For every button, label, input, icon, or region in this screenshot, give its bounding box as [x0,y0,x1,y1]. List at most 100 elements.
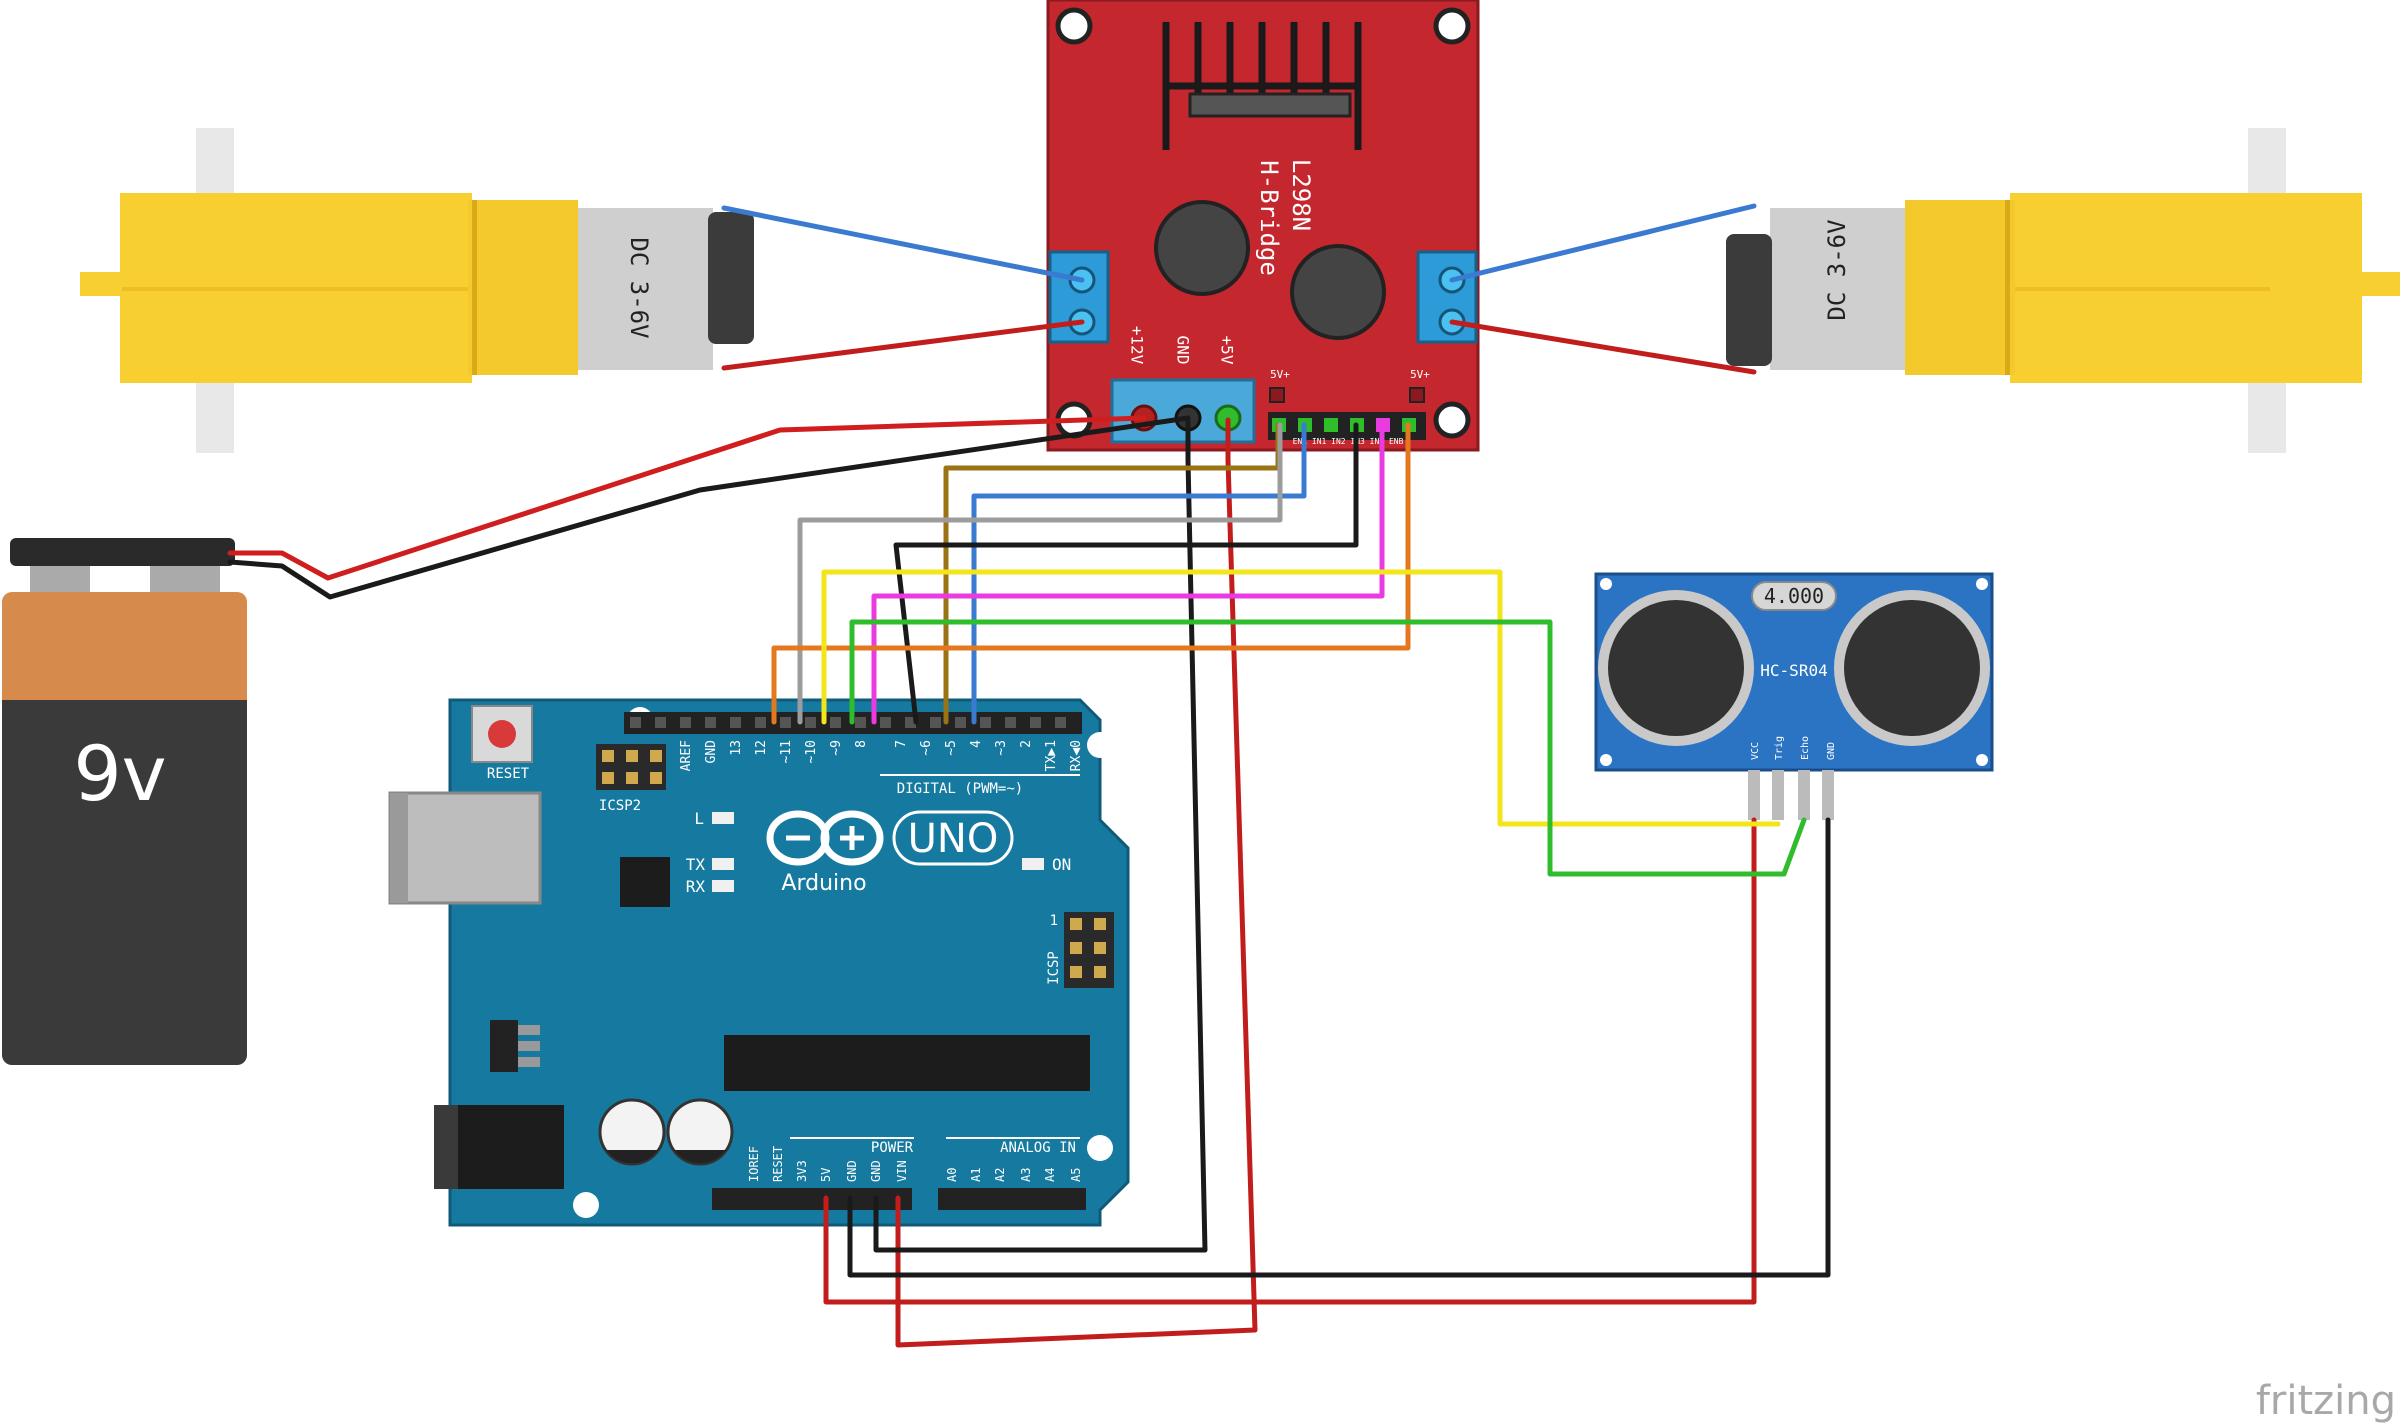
usb-port[interactable] [388,791,542,905]
capacitor-2 [1290,244,1386,340]
motor-right-shaft [2358,272,2400,296]
pin-label-a5: A5 [1069,1168,1083,1182]
sensor-label: HC-SR04 [1760,661,1827,680]
wire-sensor-gnd-black [847,817,1831,1278]
pin-label-rx0: RX◀0 [1069,740,1084,771]
hbridge-title: H-Bridge [1255,160,1283,276]
hbridge-chip-label: L298N [1287,159,1315,231]
wire-motor-right-red [1449,319,1757,375]
motor-left-can [578,208,713,370]
led-rx-label: RX [686,877,706,896]
pin-label-reset: RESET [771,1146,785,1182]
pin-label-ioref: IOREF [747,1146,761,1182]
arduino-cap-2 [666,1098,734,1166]
wire-control-black [893,422,1359,725]
digital-label: DIGITAL (PWM=~) [897,781,1023,797]
pin-label-2: 2 [1019,740,1034,748]
pin-label-7: 7 [894,740,909,748]
power-label: POWER [871,1140,914,1156]
hbridge-pin-gnd: GND [1174,336,1193,365]
hbridge-header-pins: ENA IN1 IN2 IN3 IN4 ENB [1293,437,1404,446]
battery-top [2,592,247,712]
pin-label-3: ~3 [994,740,1009,756]
battery-label: 9v [73,729,166,818]
hbridge-jumper-right: 5V+ [1410,368,1430,381]
hbridge-hole-tl [1055,7,1093,45]
pin-label-10: ~10 [804,740,819,763]
wire-sensor-vcc-red [823,817,1757,1305]
sensor-pin-vcc-label: VCC [1750,742,1761,760]
arduino-brand: Arduino [781,871,866,896]
regulator [490,1020,518,1072]
wire-motor-right-blue [1449,203,1757,283]
jumper-right [1409,387,1425,403]
wire-motor-left-red [721,319,1085,371]
led-on-label: ON [1052,855,1071,874]
arduino-hole-4 [573,1192,599,1218]
pin-label-5: ~5 [944,740,959,756]
led-on [1022,858,1044,870]
battery-clip [10,538,235,566]
wire-control-gray [797,422,1283,725]
wire-battery-red [227,415,1147,581]
hbridge-hole-tr [1433,7,1471,45]
pin-label-12: 12 [754,740,769,756]
wire-trig-yellow [821,569,1781,827]
reset-label: RESET [487,766,530,782]
led-tx-label: TX [686,855,706,874]
jumper-left [1269,387,1285,403]
battery-body [2,700,247,1065]
sensor-crystal-label: 4.000 [1764,584,1824,608]
arduino-board [448,698,1130,1227]
led-l [712,812,734,824]
pin-label-gnd-2: GND [869,1160,883,1182]
icsp-pin1-label: 1 [1050,913,1058,929]
sensor-pin-echo-label: Echo [1800,736,1811,760]
pin-label-gnd-1: GND [845,1160,859,1182]
pin-label-vin: VIN [895,1160,909,1182]
reset-button[interactable] [488,720,516,748]
pin-label-13: 13 [729,740,744,756]
l298n-chip [1188,92,1352,118]
hbridge-jumper-left: 5V+ [1270,368,1290,381]
atmega-chip [724,1035,1090,1091]
wire-control-orange [771,422,1411,725]
wire-motor-left-blue [721,205,1085,283]
heatsink [1162,22,1362,150]
led-tx [712,858,734,870]
pin-label-a2: A2 [993,1168,1007,1182]
pin-label-8: 8 [854,740,869,748]
arduino-hole-2 [1087,732,1113,758]
motor-right-endcap [1726,234,1772,366]
wire-5v-red [895,417,1258,1348]
power-header [712,1188,912,1210]
motor-right-can [1770,208,1905,370]
pin-label-tx1: TX▶1 [1044,740,1059,771]
hbridge-control-header [1268,412,1426,440]
pin-label-11: ~11 [779,740,794,763]
arduino-cap-1 [598,1098,666,1166]
sensor-pin-gnd-label: GND [1826,742,1837,760]
pin-label-3v3: 3V3 [795,1160,809,1182]
motor-right: DC 3-6V [1726,128,2400,453]
pin-label-a1: A1 [969,1168,983,1182]
hbridge-pin-12v: +12V [1128,326,1147,365]
icsp-header [1064,912,1114,988]
usb-chip [620,857,670,907]
sensor-pin-trig [1772,770,1784,820]
motor-left-label: DC 3-6V [625,237,653,338]
pin-label-a4: A4 [1043,1168,1057,1182]
sensor-pin-vcc [1748,770,1760,820]
wires [227,203,1831,1348]
capacitor-1 [1154,200,1250,296]
hc-sr04-sensor: 4.000 HC-SR04 VCC Trig Echo GND [1594,572,1994,820]
battery-terminal-left [30,560,90,600]
digital-header-pins [630,717,1066,728]
fritzing-watermark: fritzing [2256,1378,2396,1424]
sensor-pin-trig-label: Trig [1774,736,1785,760]
analog-label: ANALOG IN [1000,1140,1076,1156]
digital-pin-labels: AREF GND 13 12 ~11 ~10 ~9 8 7 ~6 ~5 4 ~3… [679,740,1084,771]
motor-right-label: DC 3-6V [1823,219,1851,320]
pin-label-4: 4 [969,740,984,748]
